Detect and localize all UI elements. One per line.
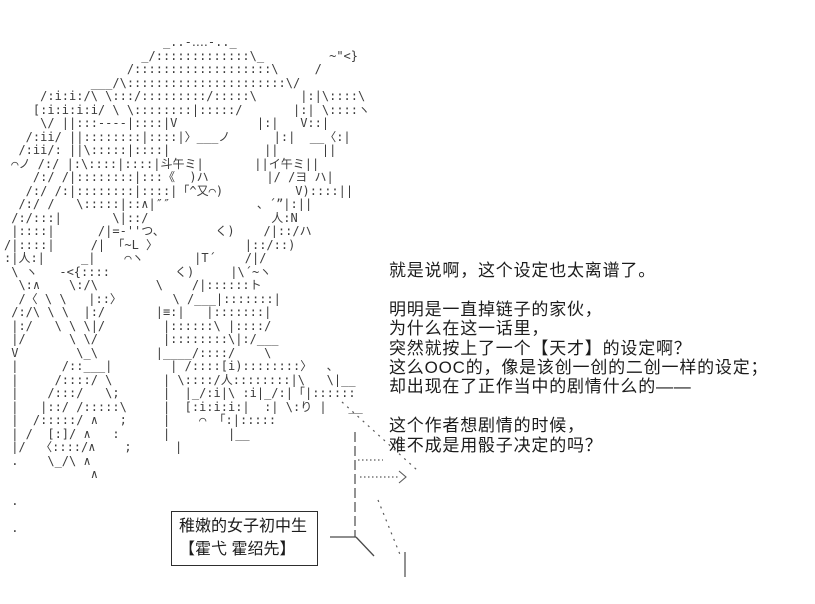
dialogue-line: 为什么在这一话里，	[389, 319, 550, 339]
ascii-art-character: _..-‥‥-.._ _/:::::::::::::\_ ~"<} /:::::…	[4, 35, 371, 535]
dialogue-line: 就是说啊，这个设定也太离谱了。	[389, 261, 656, 280]
chevron-detail	[398, 470, 407, 484]
leader-line-diagonal	[355, 536, 375, 557]
character-name: 【霍弋 霍绍先】	[179, 541, 296, 558]
dialogue-line: 难不成是用骰子决定的吗？	[389, 435, 603, 455]
dialogue-text-block: 就是说啊，这个设定也太离谱了。 明明是一直掉链子的家伙， 为什么在这一话里， 突…	[389, 261, 768, 455]
dialogue-line: 这个作者想剧情的时候，	[389, 416, 585, 436]
dialogue-line: 这么OOC的，像是该创一创的二创一样的设定；	[389, 358, 769, 378]
dashed-hair-strand	[377, 499, 402, 558]
dialogue-line-spacer	[389, 397, 768, 416]
character-name-box: 稚嫩的女子初中生 【霍弋 霍绍先】	[171, 511, 318, 566]
dialogue-line: 突然就按上了一个【天才】的设定啊？	[389, 338, 692, 358]
character-descriptor: 稚嫩的女子初中生	[179, 518, 308, 535]
dialogue-line: 明明是一直掉链子的家伙，	[389, 299, 603, 319]
dialogue-line: 却出现在了正作当中的剧情什么的——	[389, 377, 692, 397]
dialogue-line-spacer	[389, 280, 768, 299]
